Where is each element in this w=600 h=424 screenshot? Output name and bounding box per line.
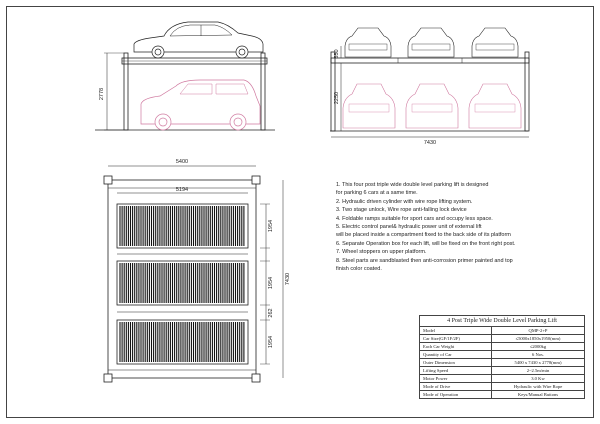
- dim-side-height: 2778: [99, 88, 105, 100]
- upper-car-front-icons: [344, 27, 519, 58]
- spec-row-car-weight: Each Car Weight ≤2000kg: [419, 343, 585, 351]
- spec-value: 2~2.5m/min: [526, 368, 550, 373]
- specification-title-block: 4 Post Triple Wide Double Level Parking …: [419, 315, 585, 407]
- note-line: 7. Wheel stoppers on upper platform.: [336, 249, 427, 256]
- dim-plan-outer-width: 5400: [176, 159, 188, 165]
- lower-car-front-icons: [342, 83, 522, 129]
- sheet-border: [6, 6, 594, 418]
- dim-platform-gap: 262: [268, 308, 274, 317]
- side-elevation-view: [95, 21, 275, 131]
- spec-row-car-size: Car Size(GF/1F/2F) ≤5000x1850x1950(mm): [419, 335, 585, 343]
- spec-label: Quantity of Car: [420, 351, 492, 358]
- platform-planks: [119, 206, 245, 362]
- spec-label: Motor Power: [420, 375, 492, 382]
- spec-label: Lifting Speed: [420, 367, 492, 374]
- note-line: finish color coated.: [336, 266, 382, 273]
- spec-row-motor-power: Motor Power 3.0 Kw: [419, 375, 585, 383]
- spec-value: Hydraulic with Wire Rope: [513, 384, 563, 389]
- dim-front-lower: 2250: [334, 92, 340, 104]
- spec-label: Each Car Weight: [420, 343, 492, 350]
- suv-car-icon: [140, 79, 261, 131]
- spec-row-lifting-speed: Lifting Speed 2~2.5m/min: [419, 367, 585, 375]
- note-line: 3. Two stage unlock, Wire rope anti-fall…: [336, 207, 467, 214]
- spec-label: Model: [420, 327, 492, 334]
- dim-platform-3: 1954: [268, 336, 274, 348]
- spec-value: Keys/Manual Buttons: [517, 392, 559, 397]
- spec-value: QMP-2+P: [528, 328, 548, 333]
- dim-plan-length: 7430: [285, 273, 291, 285]
- spec-row-model: Model QMP-2+P: [419, 327, 585, 335]
- spec-label: Outer Dimension: [420, 359, 492, 366]
- dim-plan-inner-width: 5194: [176, 187, 188, 193]
- spec-label: Car Size(GF/1F/2F): [420, 335, 492, 342]
- front-elevation-view: [330, 27, 530, 138]
- note-line: 1. This four post triple wide double lev…: [336, 182, 489, 188]
- title-block-heading: 4 Post Triple Wide Double Level Parking …: [419, 315, 585, 327]
- spec-value: ≤2000kg: [529, 344, 547, 349]
- dim-front-width: 7430: [424, 140, 436, 146]
- note-line: 6. Separate Operation box for each lift,…: [336, 240, 516, 247]
- spec-label: Mode of Drive: [420, 383, 492, 390]
- spec-value: ≤5000x1850x1950(mm): [515, 336, 561, 341]
- spec-row-outer-dimension: Outer Dimension 5400 x 7430 x 2778(mm): [419, 359, 585, 367]
- spec-value: 3.0 Kw: [531, 376, 545, 381]
- spec-label: Mode of Operation: [420, 391, 492, 398]
- spec-value: 5400 x 7430 x 2778(mm): [514, 360, 562, 365]
- dim-platform-1: 1954: [268, 220, 274, 232]
- spec-row-mode-of-operation: Mode of Operation Keys/Manual Buttons: [419, 391, 585, 399]
- spec-value: 6 Nos.: [532, 352, 544, 357]
- note-line: 5. Electric control panel& hydraulic pow…: [336, 224, 482, 231]
- note-line: 4. Foldable ramps suitable for sport car…: [336, 215, 493, 222]
- design-notes: 1. This four post triple wide double lev…: [336, 181, 568, 273]
- note-line: 8. Steel parts are sandblasted then anti…: [336, 257, 513, 264]
- note-line: for parking 6 cars at a same time.: [336, 190, 418, 197]
- dim-front-upper: 550: [334, 49, 340, 58]
- dim-platform-2: 1954: [268, 277, 274, 289]
- note-line: 2. Hydraulic driven cylinder with wire r…: [336, 198, 473, 205]
- spec-row-mode-of-drive: Mode of Drive Hydraulic with Wire Rope: [419, 383, 585, 391]
- note-line: will be placed inside a compartment fixe…: [336, 232, 511, 239]
- sedan-car-icon: [133, 21, 264, 59]
- spec-row-quantity: Quantity of Car 6 Nos.: [419, 351, 585, 359]
